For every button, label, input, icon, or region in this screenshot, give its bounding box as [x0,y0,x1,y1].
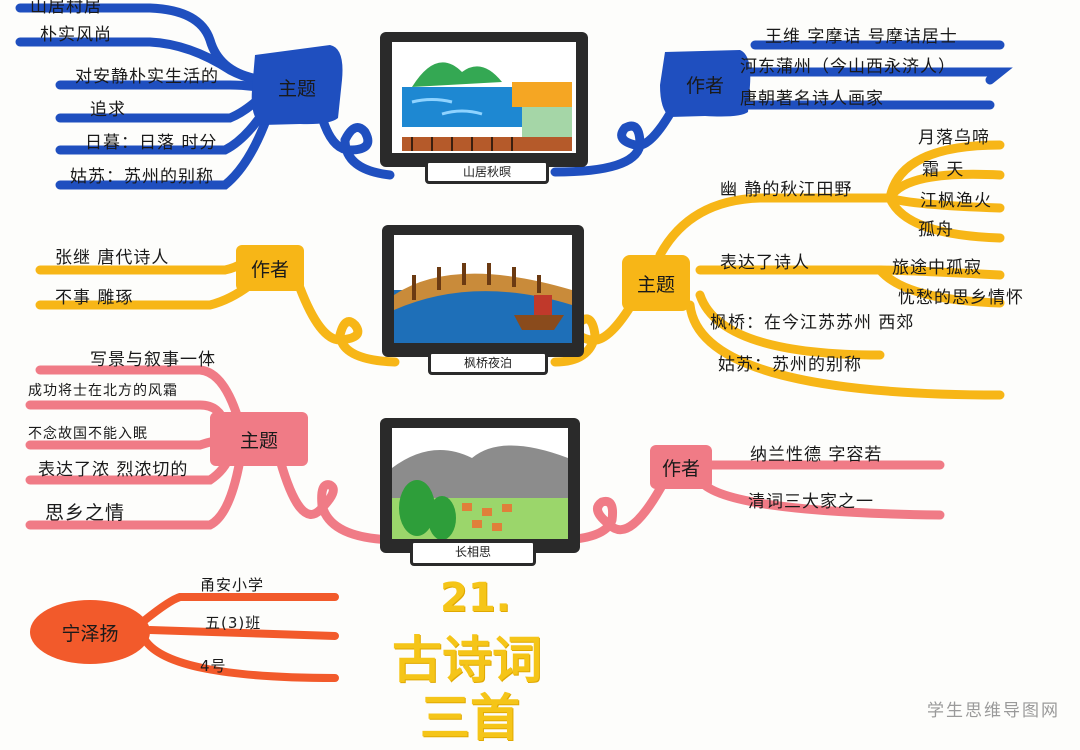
poem1-picture-frame [380,32,588,167]
poem3-theme-item: 成功将士在北方的风霜 [28,383,178,399]
poem2-caption: 枫桥夜泊 [428,351,548,375]
poem1-theme-hub: 主题 [277,78,316,100]
poem2-author-hub: 作者 [250,258,289,281]
poem2-theme-hub-shape [622,255,690,311]
lesson-subtitle: 三首 [420,689,520,747]
poem3-theme-item: 思乡之情 [45,502,126,524]
poem2-theme-hub: 主题 [636,273,675,296]
poem3-picture-frame [380,418,580,553]
poem1-author-item: 河东蒲州（今山西永济人） [740,57,956,77]
poem2-theme-main: 幽 静的秋江田野 [720,180,853,200]
poem1-theme-hub-shape [251,45,343,125]
poem3-theme-item: 不念故国不能入眠 [28,426,148,442]
poem2-theme-item: 忧愁的思乡情怀 [898,288,1024,308]
poem1-theme-item: 追求 [90,100,126,120]
lesson-number: 21. [440,575,511,621]
poem3-theme-item: 写景与叙事一体 [90,350,216,370]
poem1-landscape-picture [392,42,576,153]
poem2-theme-sub: 江枫渔火 [920,191,992,211]
poem1-author-hub: 作者 [685,74,724,97]
student-hub-shape [30,600,150,664]
student-name-hub: 宁泽扬 [61,622,119,645]
red-branches [141,593,339,682]
poem3-author-hub: 作者 [661,457,700,480]
poem3-theme-item: 表达了浓 烈浓切的 [38,460,189,480]
poem1-theme-item: 朴实风尚 [40,25,112,45]
poem2-bridge-picture [394,235,572,343]
poem1-theme-item: 对安静朴实生活的 [75,67,219,87]
poem3-author-item: 纳兰性德 字容若 [750,445,883,465]
poem2-theme-item: 旅途中孤寂 [892,258,982,278]
poem2-author-item: 不事 雕琢 [55,288,134,308]
poem1-theme-item: 姑苏：苏州的别称 [70,167,214,187]
poem2-theme-item: 表达了诗人 [720,253,810,273]
poem1-author-item: 王维 字摩诘 号摩诘居士 [765,27,958,47]
poem3-author-hub-shape [650,445,712,489]
poem2-theme-sub: 孤舟 [918,220,954,240]
poem1-author-item: 唐朝著名诗人画家 [740,89,884,109]
poem2-author-hub-shape [236,245,304,291]
poem2-author-item: 张继 唐代诗人 [55,248,170,268]
poem1-caption: 山居秋暝 [425,160,549,184]
poem3-author-item: 清词三大家之一 [748,492,874,512]
watermark: 学生思维导图网 [927,701,1060,721]
poem1-theme-item: 山居村居 [30,0,102,17]
student-number: 4号 [200,657,227,675]
student-school: 甬安小学 [200,576,265,594]
poem3-theme-hub: 主题 [239,429,278,452]
poem3-theme-hub-shape [210,412,308,466]
student-class: 五(3)班 [205,614,262,632]
poem2-picture-frame [382,225,584,357]
poem2-theme-item: 枫桥：在今江苏苏州 西郊 [710,313,915,333]
poem3-caption: 长相思 [410,540,536,566]
poem3-mountain-picture [392,428,568,539]
lesson-title: 古诗词 [392,631,542,689]
poem2-theme-sub: 霜 天 [922,160,965,180]
poem2-theme-sub: 月落乌啼 [918,128,990,148]
poem1-author-hub-shape [660,50,751,117]
poem1-theme-item: 日暮：日落 时分 [85,133,218,153]
poem2-theme-item: 姑苏：苏州的别称 [718,355,862,375]
blue-branches [15,3,1013,190]
